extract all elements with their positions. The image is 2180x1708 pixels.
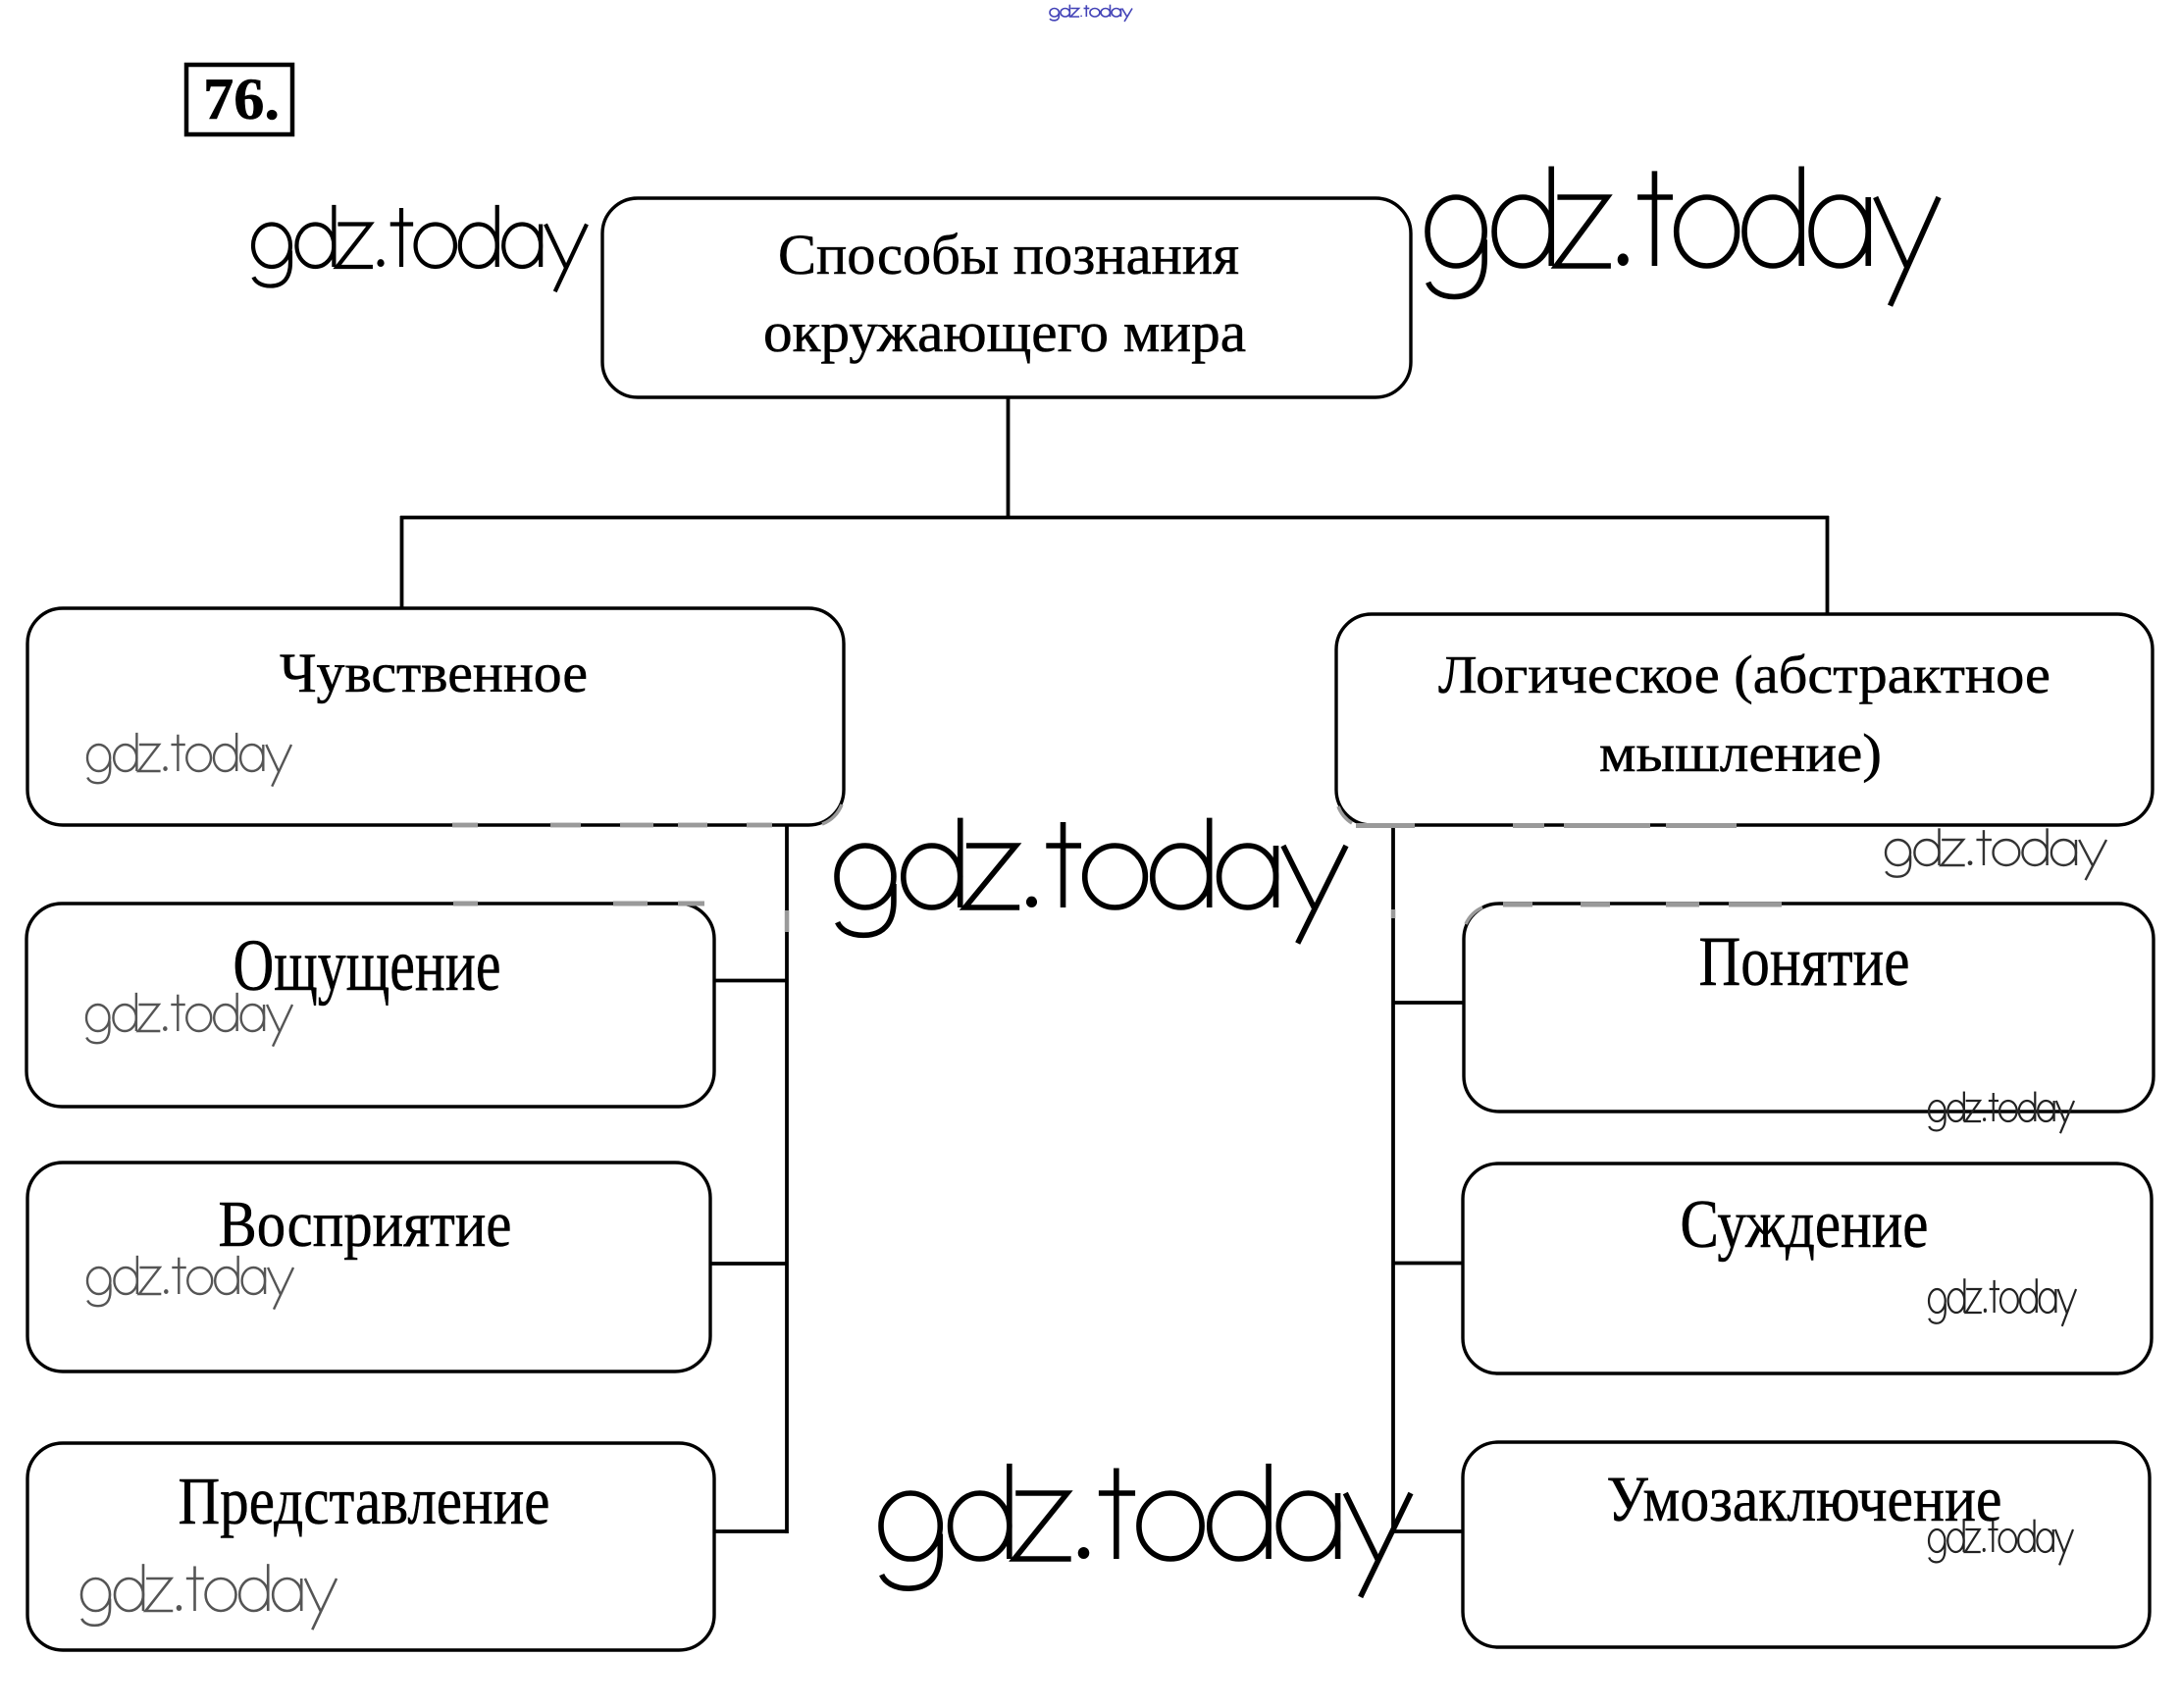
svg-text:мышление): мышление) — [1599, 723, 1882, 783]
svg-text:Восприятие: Восприятие — [219, 1188, 512, 1261]
svg-text:Суждение: Суждение — [1681, 1187, 1929, 1263]
svg-text:Ощущение: Ощущение — [234, 925, 501, 1007]
svg-text:окружающего мира: окружающего мира — [763, 300, 1246, 364]
svg-text:76.: 76. — [203, 67, 280, 131]
svg-text:Чувственное: Чувственное — [280, 643, 588, 704]
svg-text:Представление: Представление — [179, 1464, 550, 1538]
svg-text:Логическое (абстрактное: Логическое (абстрактное — [1438, 645, 2050, 704]
svg-text:Умозаключение: Умозаключение — [1607, 1464, 2002, 1535]
svg-text:Понятие: Понятие — [1699, 922, 1910, 1001]
svg-text:Способы познания: Способы познания — [778, 223, 1239, 286]
